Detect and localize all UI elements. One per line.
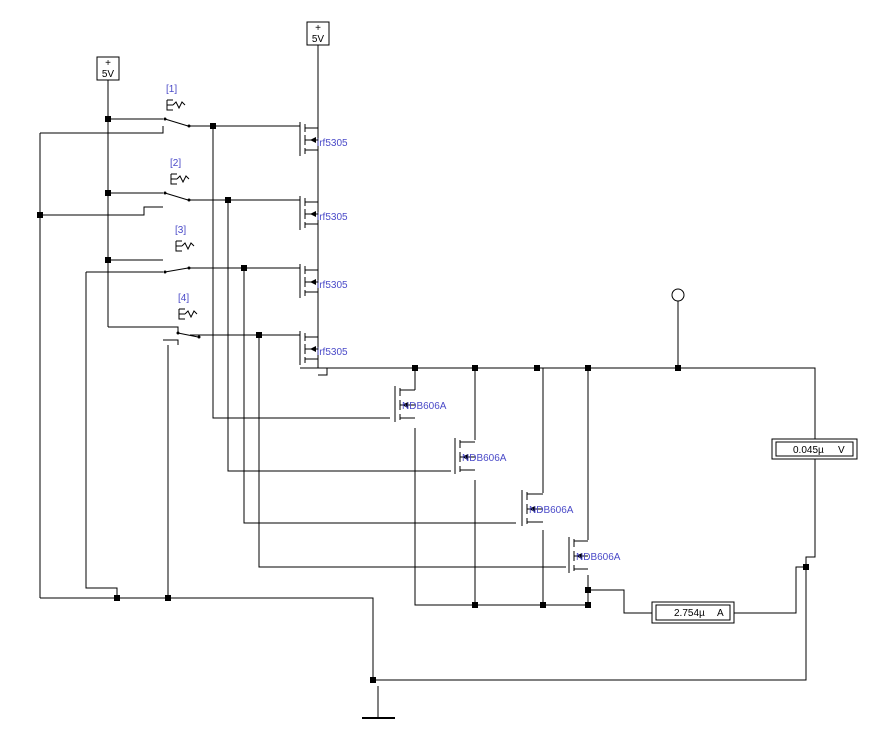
junction-dot <box>585 365 591 371</box>
pmos-transistor-4[interactable]: irf5305 <box>299 317 348 365</box>
nmos-transistor-4[interactable]: NDB606A <box>568 537 621 573</box>
pmos-transistor-3[interactable]: irf5305 <box>299 250 348 312</box>
junction-dot <box>37 212 43 218</box>
junction-dot <box>225 197 231 203</box>
junction-dot <box>585 587 591 593</box>
pmos-part-label: irf5305 <box>317 347 348 358</box>
nmos-part-label: NDB606A <box>576 552 621 563</box>
switch-2[interactable]: [2] <box>163 158 191 202</box>
junction-dot <box>472 365 478 371</box>
nmos-part-label: NDB606A <box>529 505 574 516</box>
voltmeter-reading: 0.045µ <box>793 445 824 456</box>
switch-label: [1] <box>166 84 177 95</box>
output-probe[interactable] <box>671 288 685 302</box>
junction-dot <box>803 564 809 570</box>
switch-label: [4] <box>178 293 189 304</box>
nmos-transistor-3[interactable]: NDB606A <box>521 490 574 526</box>
switch-label: [3] <box>175 225 186 236</box>
junctions <box>37 116 809 683</box>
pmos-part-label: irf5305 <box>317 280 348 291</box>
junction-dot <box>540 602 546 608</box>
junction-dot <box>534 365 540 371</box>
switch-label: [2] <box>170 158 181 169</box>
voltmeter-unit: V <box>838 445 845 456</box>
ammeter-reading: 2.754µ <box>674 608 705 619</box>
pmos-part-label: irf5305 <box>317 212 348 223</box>
source-plus-sign: + <box>315 23 321 34</box>
pmos-transistor-2[interactable]: irf5305 <box>299 182 348 244</box>
switch-4[interactable]: [4] <box>176 293 201 339</box>
voltage-source-5v-top[interactable]: + 5V <box>306 21 330 46</box>
junction-dot <box>105 116 111 122</box>
junction-dot <box>585 602 591 608</box>
nmos-part-label: NDB606A <box>462 453 507 464</box>
junction-dot <box>412 365 418 371</box>
source-voltage-label: 5V <box>312 34 325 45</box>
wires <box>39 45 816 681</box>
voltage-source-5v-left[interactable]: + 5V <box>96 56 120 81</box>
junction-dot <box>105 190 111 196</box>
nmos-transistor-1[interactable]: NDB606A <box>394 386 447 422</box>
junction-dot <box>241 265 247 271</box>
switch-1[interactable]: [1] <box>163 84 191 128</box>
voltmeter[interactable]: 0.045µ V <box>771 438 858 460</box>
junction-dot <box>210 123 216 129</box>
nmos-part-label: NDB606A <box>402 401 447 412</box>
source-voltage-label: 5V <box>102 69 115 80</box>
junction-dot <box>370 677 376 683</box>
junction-dot <box>105 257 111 263</box>
ammeter-unit: A <box>717 608 724 619</box>
ammeter[interactable]: 2.754µ A <box>651 601 735 624</box>
ground-symbol <box>362 686 395 719</box>
junction-dot <box>114 595 120 601</box>
junction-dot <box>256 332 262 338</box>
pmos-transistor-1[interactable]: irf5305 <box>299 109 348 170</box>
junction-dot <box>472 602 478 608</box>
junction-dot <box>675 365 681 371</box>
junction-dot <box>165 595 171 601</box>
switch-3[interactable]: [3] <box>163 225 195 274</box>
pmos-part-label: irf5305 <box>317 138 348 149</box>
nmos-transistor-2[interactable]: NDB606A <box>454 438 507 474</box>
source-plus-sign: + <box>105 58 111 69</box>
